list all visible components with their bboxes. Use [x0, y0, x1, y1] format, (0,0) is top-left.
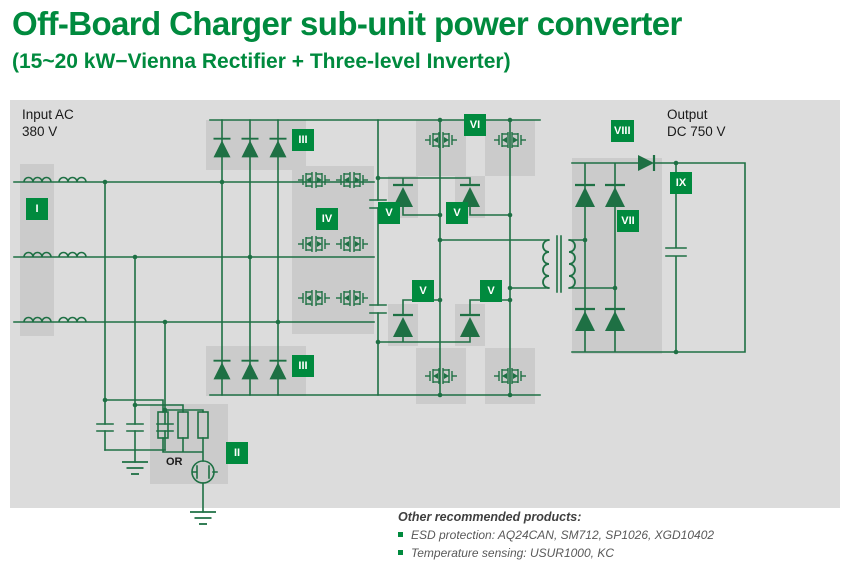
badge-roman-V-2: V [446, 202, 468, 224]
recommended-products: Other recommended products: ESD protecti… [398, 510, 838, 560]
badge-roman-VI: VI [464, 114, 486, 136]
badge-roman-III-top: III [292, 129, 314, 151]
badge-roman-III-bottom: III [292, 355, 314, 377]
badge-roman-VIII: VIII [611, 120, 634, 142]
recommended-products-heading: Other recommended products: [398, 510, 582, 524]
recommended-product-text: ESD protection: AQ24CAN, SM712, SP1026, … [411, 528, 715, 542]
badge-roman-VII: VII [617, 210, 639, 232]
inverter-legs [439, 119, 511, 396]
input-voltage-line1: Input AC [22, 107, 74, 122]
page-title: Off-Board Charger sub-unit power convert… [12, 5, 682, 42]
phase-lines [13, 181, 375, 323]
page-subtitle: (15~20 kW−Vienna Rectifier + Three-level… [12, 50, 511, 73]
badge-roman-I: I [26, 198, 48, 220]
badge-roman-V-4: V [480, 280, 502, 302]
output-voltage-line1: Output [667, 107, 708, 122]
filter-drops [104, 181, 166, 451]
badge-roman-V-1: V [378, 202, 400, 224]
bullet-square-icon [398, 532, 403, 537]
output-voltage-label: Output DC 750 V [667, 107, 726, 141]
badge-roman-V-3: V [412, 280, 434, 302]
circuit-wires [13, 119, 746, 513]
badge-roman-IX: IX [670, 172, 692, 194]
output-rails [571, 162, 746, 353]
surge-feeds [104, 399, 204, 413]
recommended-product-item: ESD protection: AQ24CAN, SM712, SP1026, … [398, 528, 838, 542]
junction-dots [102, 117, 679, 413]
bullet-square-icon [398, 550, 403, 555]
badge-roman-II: II [226, 442, 248, 464]
output-capacitor-icon [665, 162, 687, 353]
output-voltage-line2: DC 750 V [667, 123, 726, 139]
input-voltage-label: Input AC 380 V [22, 107, 74, 141]
transformer-leads [439, 239, 616, 289]
transformer-icon [542, 239, 576, 289]
badge-roman-IV: IV [316, 208, 338, 230]
recommended-product-text: Temperature sensing: USUR1000, KC [411, 546, 614, 560]
x-capacitor-icons [96, 423, 174, 432]
recommended-product-item: Temperature sensing: USUR1000, KC [398, 546, 838, 560]
input-voltage-line2: 380 V [22, 123, 58, 139]
transformer-core [556, 235, 562, 293]
or-label: OR [166, 456, 183, 468]
